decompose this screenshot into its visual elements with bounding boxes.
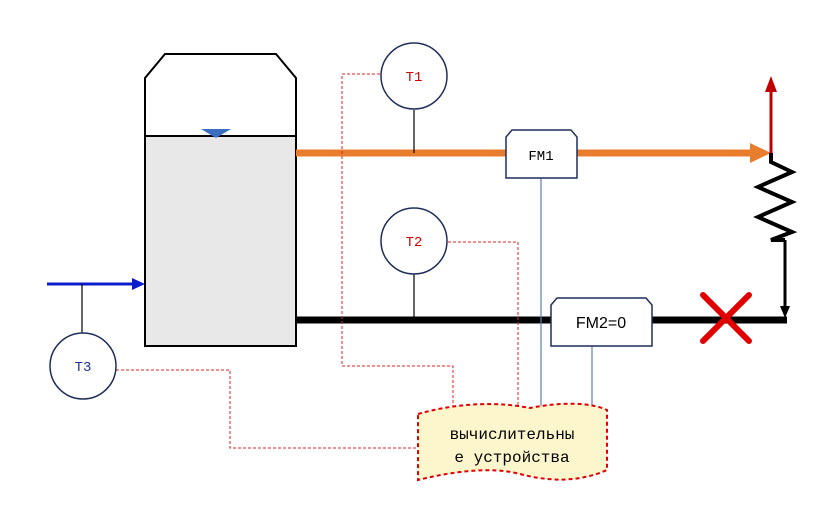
computing-device-label-line2: е устройства bbox=[454, 449, 570, 467]
flow-meter-fm1: FM1 bbox=[505, 129, 578, 179]
computing-device: вычислительны е устройства bbox=[417, 402, 608, 482]
steam-arrow-head-icon bbox=[750, 143, 771, 163]
flow-meter-fm2: FM2=0 bbox=[550, 297, 653, 347]
sensor-t3: T3 bbox=[49, 332, 117, 400]
t3-signal-line bbox=[116, 369, 420, 449]
t1-signal-line bbox=[341, 73, 454, 414]
flow-meter-fm1-label: FM1 bbox=[528, 149, 553, 165]
flow-meter-fm2-label: FM2=0 bbox=[576, 315, 626, 332]
sensor-t1: T1 bbox=[380, 42, 448, 110]
vessel-liquid bbox=[144, 135, 297, 347]
sensor-t2: T2 bbox=[380, 207, 448, 275]
inlet-arrow bbox=[47, 278, 145, 290]
cross-icon bbox=[700, 292, 752, 344]
t2-signal-line bbox=[448, 241, 519, 406]
outlet-arrow-icon bbox=[765, 76, 777, 92]
vessel bbox=[144, 53, 297, 347]
computing-device-label-line1: вычислительны bbox=[450, 426, 575, 444]
heat-exchanger-coil bbox=[753, 153, 798, 242]
steam-line bbox=[296, 143, 771, 163]
sensor-t1-label: T1 bbox=[406, 70, 423, 86]
sensor-t2-label: T2 bbox=[406, 235, 423, 251]
outlet-arrow bbox=[765, 76, 777, 153]
sensor-t3-label: T3 bbox=[75, 360, 92, 376]
condensate-down-arrow bbox=[780, 240, 790, 318]
level-marker-icon bbox=[201, 129, 231, 138]
inlet-arrow-icon bbox=[132, 278, 145, 290]
signal-lines bbox=[116, 73, 519, 449]
down-arrow-icon bbox=[780, 306, 790, 318]
